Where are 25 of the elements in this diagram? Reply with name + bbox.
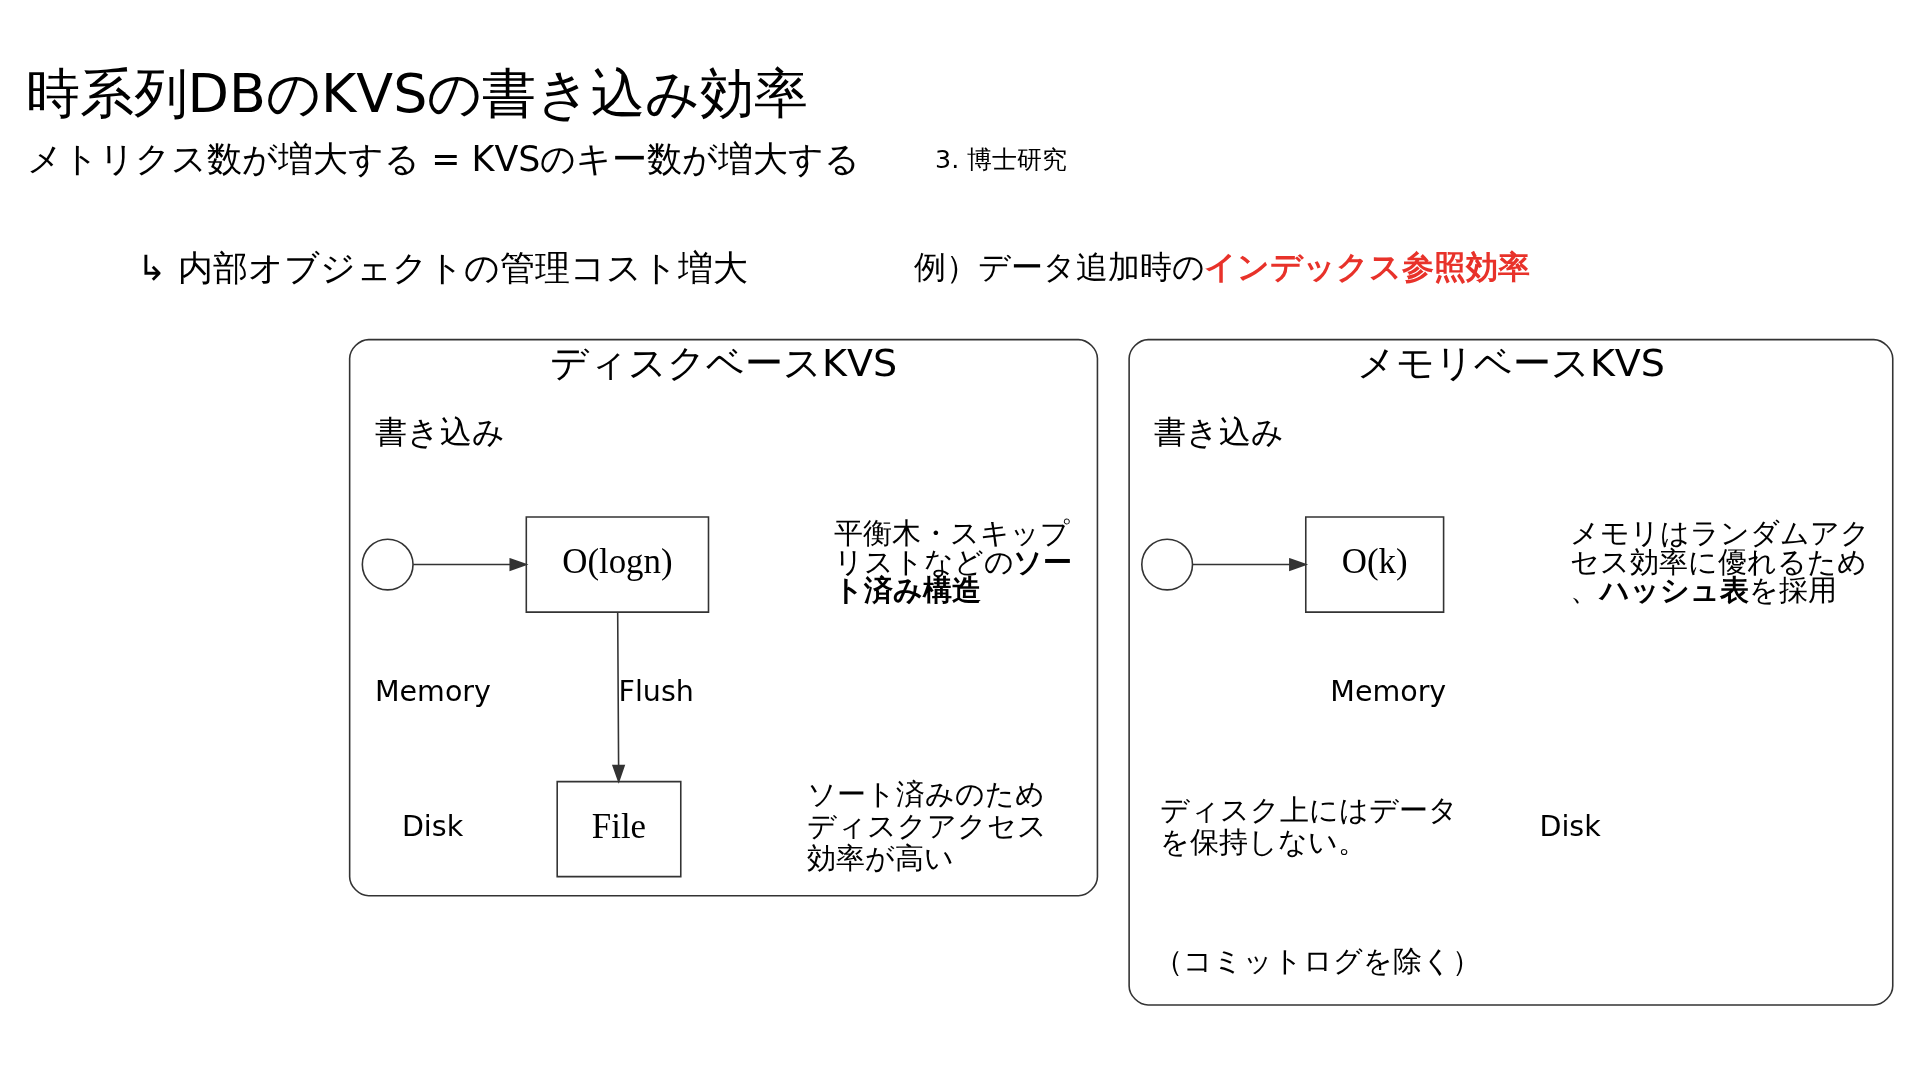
label: Memory [1330,675,1447,709]
arrow [412,557,529,572]
node-box: O(logn) [525,516,710,613]
edge-label: Flush [618,675,694,709]
node-label: 書き込み [1154,413,1285,450]
label: 平衡木・スキップリストなどのソート済み構造 [834,517,1073,608]
node-circle [1141,538,1194,591]
label: 3. 博士研究 [935,144,1068,175]
arrow [611,611,626,784]
label: メモリはランダムアクセス効率に優れるため、ハッシュ表を採用 [1569,517,1870,608]
arrow [1191,557,1309,572]
label: ↳ 内部オブジェクトの管理コスト増大 [137,248,748,289]
label: ディスク上にはデータを保持しない。 [1160,794,1459,859]
label: Disk [1539,810,1601,844]
label: 例）データ追加時のインデックス参照効率 [913,248,1530,285]
node-box: O(k) [1305,516,1445,613]
diagram-title: 時系列DBのKVSの書き込み効率 [25,61,809,125]
label: Memory [375,675,491,709]
label: ソート済みのためディスクアクセス効率が高い [806,778,1047,875]
label: Disk [401,810,464,844]
label: （コミットログを除く） [1153,944,1481,978]
node-box: File [556,780,682,878]
node-circle [361,538,414,591]
label: メトリクス数が増大する = KVSのキー数が増大する [27,139,861,180]
node-label: 書き込み [374,413,505,450]
